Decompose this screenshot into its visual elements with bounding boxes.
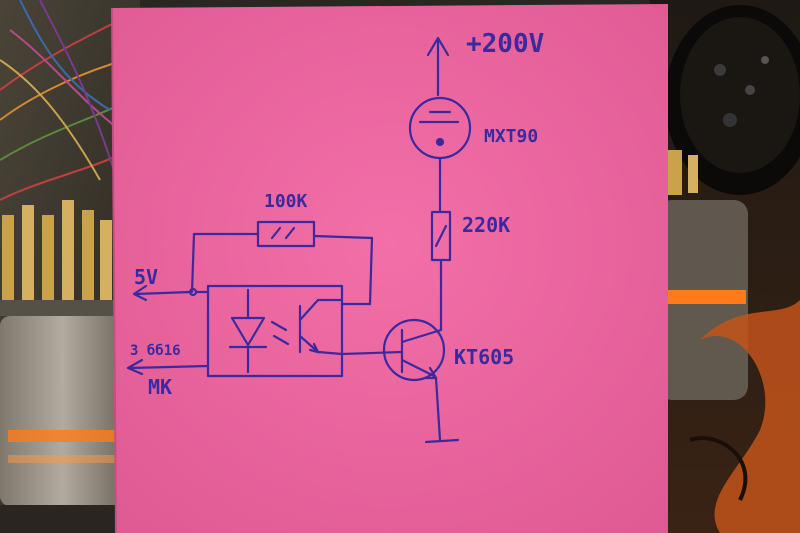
left-tube-glass xyxy=(0,316,125,533)
left-tube-pins xyxy=(0,200,125,316)
lamp-label: MXT90 xyxy=(484,126,538,147)
optocoupler-label: 3 бб16 xyxy=(130,343,181,359)
input-5v-label: 5V xyxy=(134,265,158,289)
transistor-label: KT605 xyxy=(454,345,514,369)
right-glowing-tube xyxy=(658,200,800,533)
sticky-note xyxy=(112,4,668,533)
right-tube-pins xyxy=(668,150,698,195)
resistor-220k-label: 220K xyxy=(462,213,510,237)
resistor-100k-label: 100K xyxy=(264,191,308,212)
supply-label: +200V xyxy=(466,29,544,59)
right-tube-top xyxy=(665,5,800,195)
left-wires xyxy=(0,0,131,201)
schematic-ink xyxy=(126,36,472,444)
mcu-label: MK xyxy=(148,375,172,399)
sticky-note-edge xyxy=(111,7,117,533)
